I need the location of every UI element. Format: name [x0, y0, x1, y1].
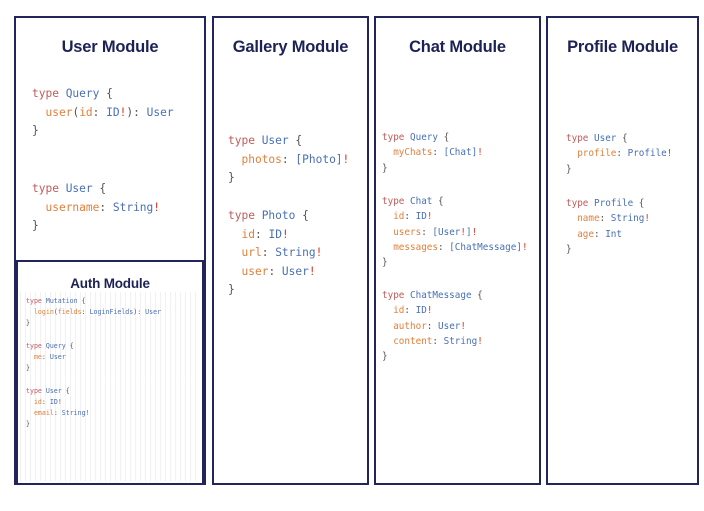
code-block-chat-type: type Chat { id: ID! users: [User!]! mess…: [382, 196, 528, 269]
panel-gallery-module[interactable]: Gallery Module type User { photos: [Phot…: [212, 16, 369, 485]
code-block-profile-user: type User { profile: Profile! }: [566, 133, 673, 175]
code-block-gallery-user: type User { photos: [Photo]! }: [228, 134, 350, 184]
code-block-gallery-photo: type Photo { id: ID! url: String! user: …: [228, 209, 323, 296]
code-block-user-type: type User { username: String! }: [32, 182, 161, 232]
code-block-user-query: type Query { user(id: ID!): User }: [32, 87, 174, 137]
code-block-chat-message: type ChatMessage { id: ID! author: User!…: [382, 290, 483, 363]
panel-title-chat-module: Chat Module: [409, 38, 506, 56]
panel-user-module[interactable]: User Module type Query { user(id: ID!): …: [14, 16, 206, 485]
code-block-chat-query: type Query { myChats: [Chat]! }: [382, 132, 483, 174]
panel-title-gallery-module: Gallery Module: [232, 38, 349, 56]
panel-auth-module[interactable]: Auth Module type Mutation { login(fields…: [16, 260, 204, 485]
panel-title-profile-module: Profile Module: [567, 38, 678, 56]
panel-chat-module[interactable]: Chat Module type Query { myChats: [Chat]…: [374, 16, 541, 485]
code-block-profile-type: type Profile { name: String! age: Int }: [566, 198, 650, 255]
panel-title-auth-module: Auth Module: [70, 276, 150, 291]
code-block-auth-schema: type Mutation { login(fields: LoginField…: [26, 297, 162, 429]
panel-title-user-module: User Module: [61, 38, 159, 56]
panel-profile-module[interactable]: Profile Module type User { profile: Prof…: [546, 16, 699, 485]
